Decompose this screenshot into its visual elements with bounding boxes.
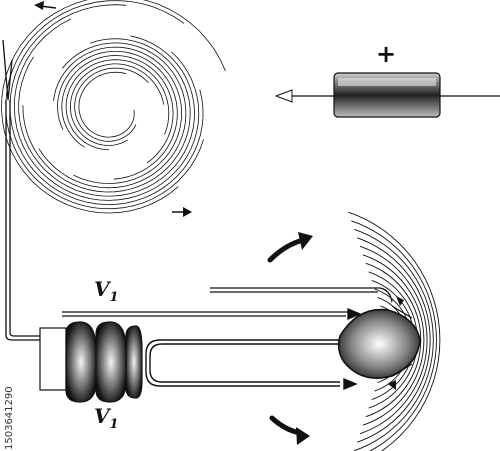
spiral-stroke [65,59,170,151]
field-arc-stroke [351,220,437,451]
inner-loop [145,339,358,391]
positive-sign: + [376,40,397,68]
magnetic-field-spiral [1,0,226,214]
v1-bottom-label: V1 [94,404,119,432]
spiral-stroke [57,51,178,180]
spiral-stroke [5,0,204,210]
v1-top-label: V1 [94,277,119,305]
side-stock-id: 1503641290 [4,386,15,450]
v1-top-subscript: 1 [109,290,119,305]
spiral-arrow-top [34,1,57,10]
field-arc-stroke [348,211,441,451]
spiral-stroke [13,18,200,201]
spiral-stroke [53,46,183,184]
v1-bottom-subscript: 1 [109,417,119,432]
field-arc-stroke [356,237,431,443]
spiral-stroke [18,35,195,197]
spiral-stroke [22,38,191,193]
connecting-wire [2,39,60,341]
top-loop-wire [62,287,393,320]
spiral-stroke [78,71,135,138]
arc-arrow-bottom [269,415,310,445]
spiral-stroke [70,63,165,146]
v1-bottom-letter: V [94,404,110,428]
field-arc-stroke [362,254,425,426]
spiral-stroke [61,55,174,164]
field-arc-stroke [359,245,428,435]
central-blob [337,296,421,390]
spiral-stroke [74,67,149,142]
spiral-stroke [38,42,187,189]
arc-arrow-top [267,232,313,263]
field-arc-stroke [354,228,434,451]
spiral-stroke [9,4,204,206]
spiral-stroke [1,0,226,214]
spiral-arrow-bottom [172,207,192,217]
magnet-bar [274,72,500,118]
bell-coils [39,321,143,403]
v1-top-letter: V [94,277,110,301]
